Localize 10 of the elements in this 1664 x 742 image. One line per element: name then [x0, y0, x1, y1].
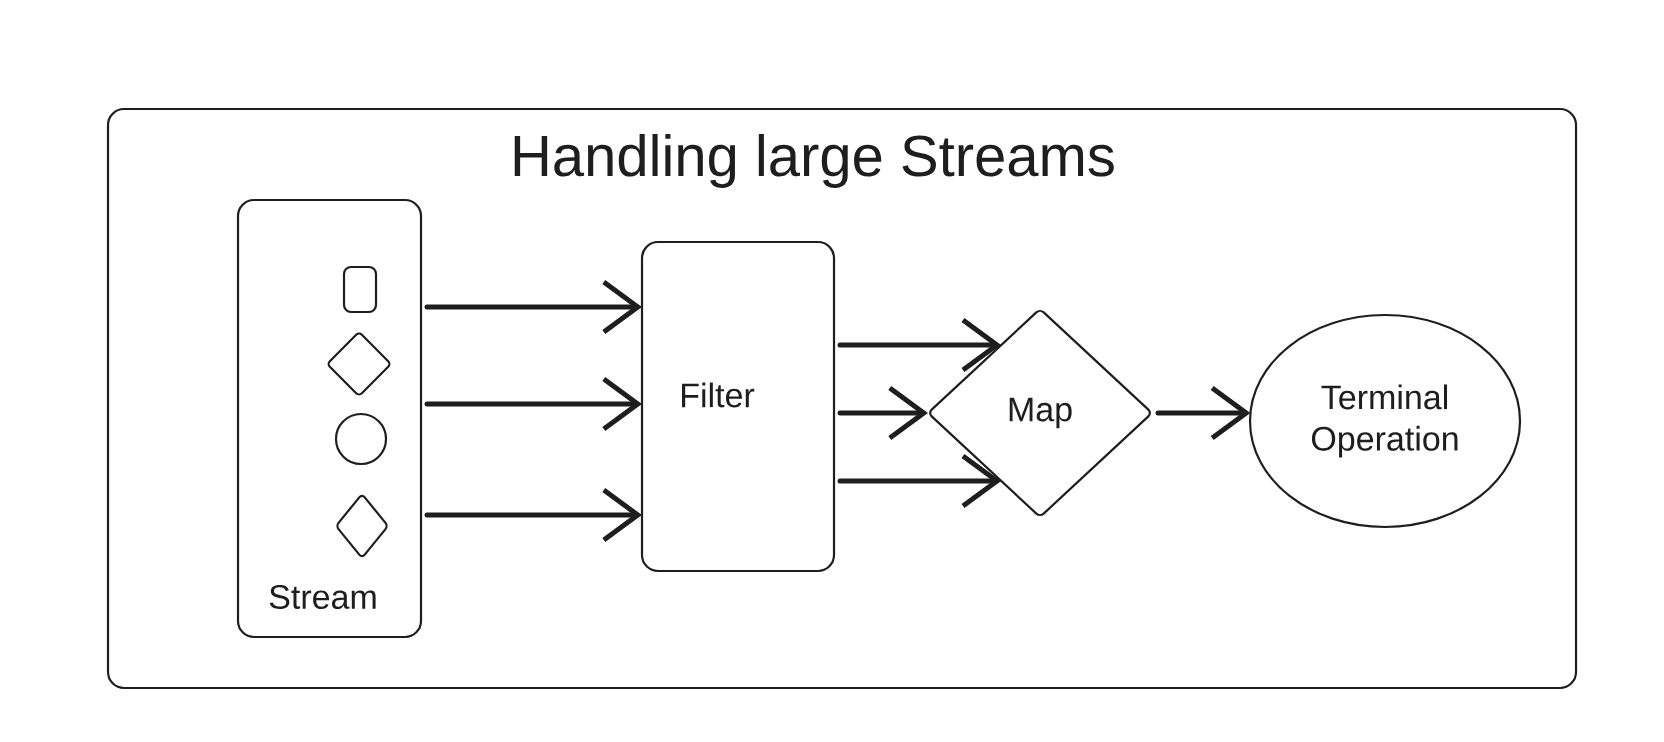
diamond-shape: [336, 494, 388, 558]
arrow: [837, 454, 1002, 508]
arrow: [424, 280, 642, 334]
arrow: [837, 317, 1002, 372]
process-box: Filter: [640, 240, 836, 573]
arrow: [424, 487, 642, 542]
circle-shape: [334, 412, 388, 466]
stream-box: Stream: [236, 198, 423, 639]
arrow: [424, 376, 642, 431]
diamond-shape: [327, 332, 391, 396]
